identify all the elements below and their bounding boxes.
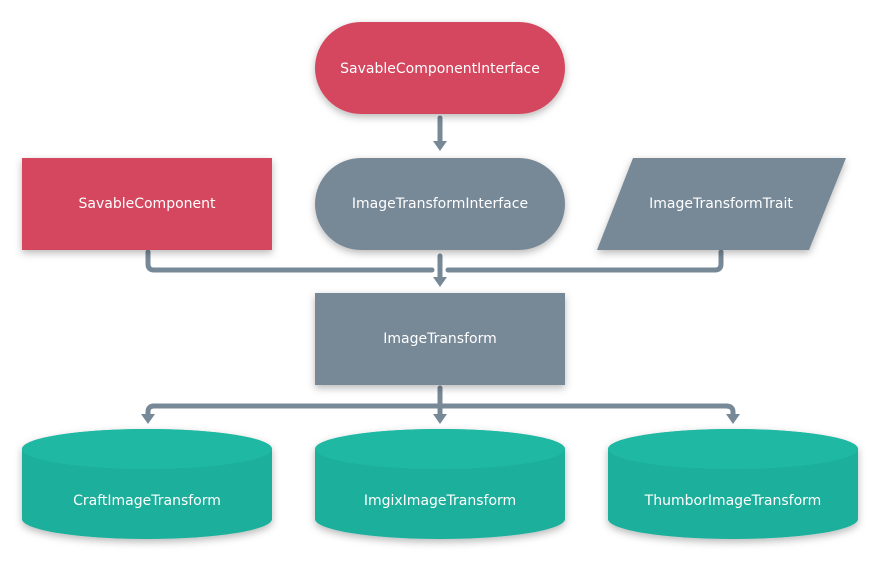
node-label-image-transform: ImageTransform bbox=[383, 331, 496, 347]
pill-shape bbox=[315, 22, 565, 114]
parallelogram-shape bbox=[597, 158, 846, 250]
node-label-imgix-image-transform: ImgixImageTransform bbox=[364, 493, 516, 509]
connector-to-craft-image-transform bbox=[145, 403, 157, 419]
node-savable-component-interface[interactable]: SavableComponentInterface bbox=[315, 22, 565, 114]
arrowhead-to-craft-image-transform bbox=[141, 414, 155, 424]
connector-savable-component-to-image-transform bbox=[145, 249, 435, 273]
node-label-image-transform-interface: ImageTransformInterface bbox=[352, 196, 528, 212]
arrowhead-to-image-transform bbox=[433, 277, 447, 287]
arrowhead-to-thumbor-image-transform bbox=[726, 414, 740, 424]
node-label-image-transform-trait: ImageTransformTrait bbox=[649, 196, 793, 212]
node-label-craft-image-transform: CraftImageTransform bbox=[73, 493, 221, 509]
connectors bbox=[141, 115, 740, 424]
node-craft-image-transform[interactable]: CraftImageTransform bbox=[22, 429, 272, 539]
connector-to-thumbor-image-transform bbox=[723, 403, 736, 419]
cylinder-top bbox=[22, 429, 272, 469]
node-imgix-image-transform[interactable]: ImgixImageTransform bbox=[315, 429, 565, 539]
cylinder-top bbox=[608, 429, 858, 469]
node-label-savable-component-interface: SavableComponentInterface bbox=[340, 61, 540, 77]
arrowhead-to-imgix-image-transform bbox=[433, 414, 447, 424]
pill-shape bbox=[315, 158, 565, 250]
node-image-transform[interactable]: ImageTransform bbox=[315, 293, 565, 385]
cylinder-top bbox=[315, 429, 565, 469]
node-thumbor-image-transform[interactable]: ThumborImageTransform bbox=[608, 429, 858, 539]
node-label-thumbor-image-transform: ThumborImageTransform bbox=[644, 493, 822, 509]
node-image-transform-trait[interactable]: ImageTransformTrait bbox=[597, 158, 846, 250]
node-label-savable-component: SavableComponent bbox=[79, 196, 217, 212]
arrowhead-to-image-transform-interface bbox=[433, 141, 447, 151]
node-savable-component[interactable]: SavableComponent bbox=[22, 158, 272, 250]
rectangle-shape bbox=[22, 158, 272, 250]
connector-image-transform-trait-to-image-transform bbox=[445, 249, 724, 273]
rectangle-shape bbox=[315, 293, 565, 385]
node-image-transform-interface[interactable]: ImageTransformInterface bbox=[315, 158, 565, 250]
